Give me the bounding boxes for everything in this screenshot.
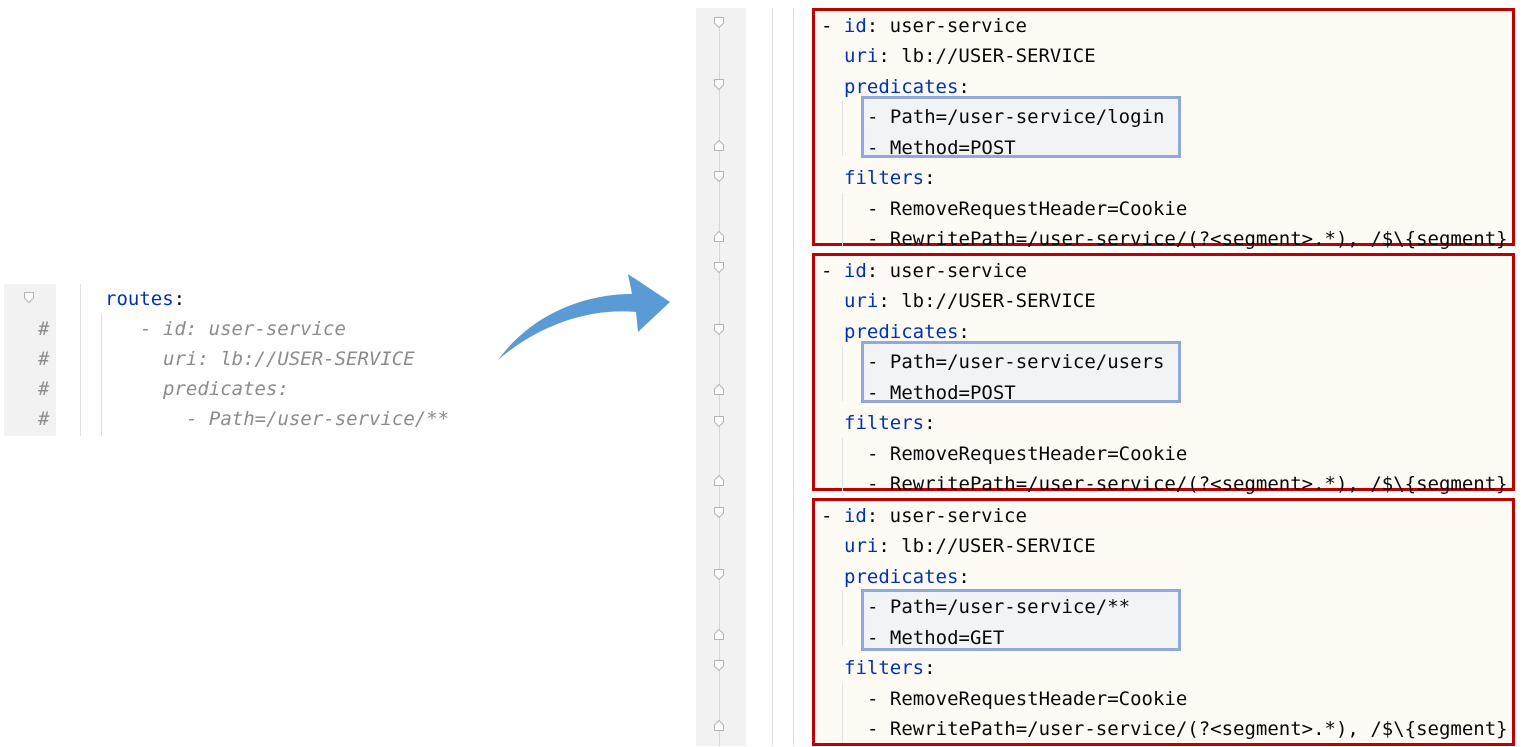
- indent-guide: [842, 438, 843, 493]
- fold-end-icon[interactable]: [714, 231, 724, 242]
- filter-remove-header[interactable]: - RemoveRequestHeader=Cookie: [867, 443, 1188, 465]
- indent-guide: [101, 314, 102, 436]
- comment-marker: #: [38, 348, 50, 370]
- fold-end-icon[interactable]: [714, 475, 724, 486]
- fold-marker-icon[interactable]: [714, 79, 724, 90]
- fold-marker-icon[interactable]: [714, 17, 724, 28]
- indent-guide: [772, 8, 773, 746]
- route-filters-line[interactable]: filters:: [844, 657, 936, 679]
- fold-marker-icon[interactable]: [714, 416, 724, 427]
- comment-marker: #: [38, 318, 50, 340]
- transform-arrow-icon: [498, 274, 670, 360]
- comment-marker: #: [38, 378, 50, 400]
- route-filters-line[interactable]: filters:: [844, 412, 936, 434]
- predicate-highlight: [861, 341, 1181, 403]
- comment-marker: #: [38, 408, 50, 430]
- left-code-snippet: routes: # - id: user-service # uri: lb:/…: [4, 284, 564, 436]
- route-predicates-line[interactable]: predicates:: [844, 321, 970, 343]
- route-block: - id: user-service uri: lb://USER-SERVIC…: [812, 498, 1515, 746]
- route-block: - id: user-service uri: lb://USER-SERVIC…: [812, 253, 1515, 495]
- indent-guide: [842, 193, 843, 248]
- route-id-line[interactable]: - id: user-service: [821, 260, 1027, 282]
- indent-guide: [793, 8, 794, 746]
- filter-remove-header[interactable]: - RemoveRequestHeader=Cookie: [867, 198, 1188, 220]
- fold-end-icon[interactable]: [714, 140, 724, 151]
- filter-rewrite-path[interactable]: - RewritePath=/user-service/(?<segment>.…: [867, 473, 1508, 495]
- right-code-editor: - id: user-service uri: lb://USER-SERVIC…: [696, 0, 1526, 747]
- predicate-path[interactable]: - Path=/user-service/**: [867, 596, 1131, 618]
- filter-remove-header[interactable]: - RemoveRequestHeader=Cookie: [867, 688, 1188, 710]
- left-gutter: [4, 284, 56, 436]
- routes-key: routes: [105, 288, 174, 310]
- indent-guide: [842, 346, 843, 401]
- fold-marker-icon[interactable]: [714, 569, 724, 580]
- commented-path-line[interactable]: - Path=/user-service/**: [186, 408, 450, 430]
- route-uri-line[interactable]: uri: lb://USER-SERVICE: [844, 535, 1096, 557]
- filter-rewrite-path[interactable]: - RewritePath=/user-service/(?<segment>.…: [867, 228, 1508, 250]
- fold-end-icon[interactable]: [714, 384, 724, 395]
- indent-guide: [80, 284, 81, 436]
- route-id-line[interactable]: - id: user-service: [821, 15, 1027, 37]
- route-uri-line[interactable]: uri: lb://USER-SERVICE: [844, 290, 1096, 312]
- route-filters-line[interactable]: filters:: [844, 167, 936, 189]
- predicate-highlight: [861, 589, 1181, 651]
- predicate-path[interactable]: - Path=/user-service/login: [867, 106, 1165, 128]
- right-gutter: [696, 8, 746, 746]
- route-uri-line[interactable]: uri: lb://USER-SERVICE: [844, 45, 1096, 67]
- predicate-method[interactable]: - Method=POST: [867, 382, 1016, 404]
- predicate-highlight: [861, 96, 1181, 158]
- fold-marker-icon[interactable]: [714, 324, 724, 335]
- fold-marker-icon[interactable]: [714, 507, 724, 518]
- route-block: - id: user-service uri: lb://USER-SERVIC…: [812, 8, 1515, 250]
- commented-uri-line[interactable]: uri: lb://USER-SERVICE: [163, 348, 415, 370]
- indent-guide: [842, 101, 843, 156]
- routes-line[interactable]: routes:: [105, 288, 186, 310]
- fold-marker-icon[interactable]: [714, 660, 724, 671]
- fold-end-icon[interactable]: [714, 720, 724, 731]
- route-predicates-line[interactable]: predicates:: [844, 76, 970, 98]
- filter-rewrite-path[interactable]: - RewritePath=/user-service/(?<segment>.…: [867, 718, 1508, 740]
- indent-guide: [842, 683, 843, 743]
- fold-end-icon[interactable]: [714, 629, 724, 640]
- predicate-method[interactable]: - Method=POST: [867, 137, 1016, 159]
- commented-predicates-line[interactable]: predicates:: [163, 378, 289, 400]
- fold-marker-icon[interactable]: [24, 292, 34, 303]
- commented-id-line[interactable]: - id: user-service: [140, 318, 346, 340]
- indent-guide: [842, 591, 843, 646]
- fold-marker-icon[interactable]: [714, 262, 724, 273]
- route-id-line[interactable]: - id: user-service: [821, 505, 1027, 527]
- route-predicates-line[interactable]: predicates:: [844, 566, 970, 588]
- fold-marker-icon[interactable]: [714, 171, 724, 182]
- predicate-method[interactable]: - Method=GET: [867, 627, 1005, 649]
- predicate-path[interactable]: - Path=/user-service/users: [867, 351, 1165, 373]
